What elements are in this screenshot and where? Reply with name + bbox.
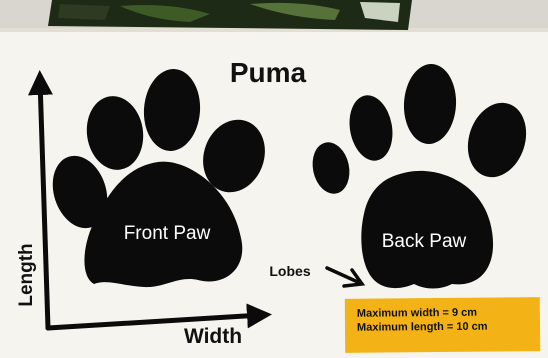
front-paw-label: Front Paw <box>124 223 211 244</box>
width-axis-label: Width <box>184 325 242 348</box>
info-box: Maximum width = 9 cm Maximum length = 10… <box>345 297 540 353</box>
lobes-label: Lobes <box>269 263 310 279</box>
photo-strip <box>48 0 412 30</box>
back-paw-label: Back Paw <box>382 231 467 252</box>
length-axis-label: Length <box>16 243 37 306</box>
max-length-text: Maximum length = 10 cm <box>357 319 540 335</box>
card-edge-shadow <box>0 28 548 32</box>
diagram-title: Puma <box>230 57 307 88</box>
